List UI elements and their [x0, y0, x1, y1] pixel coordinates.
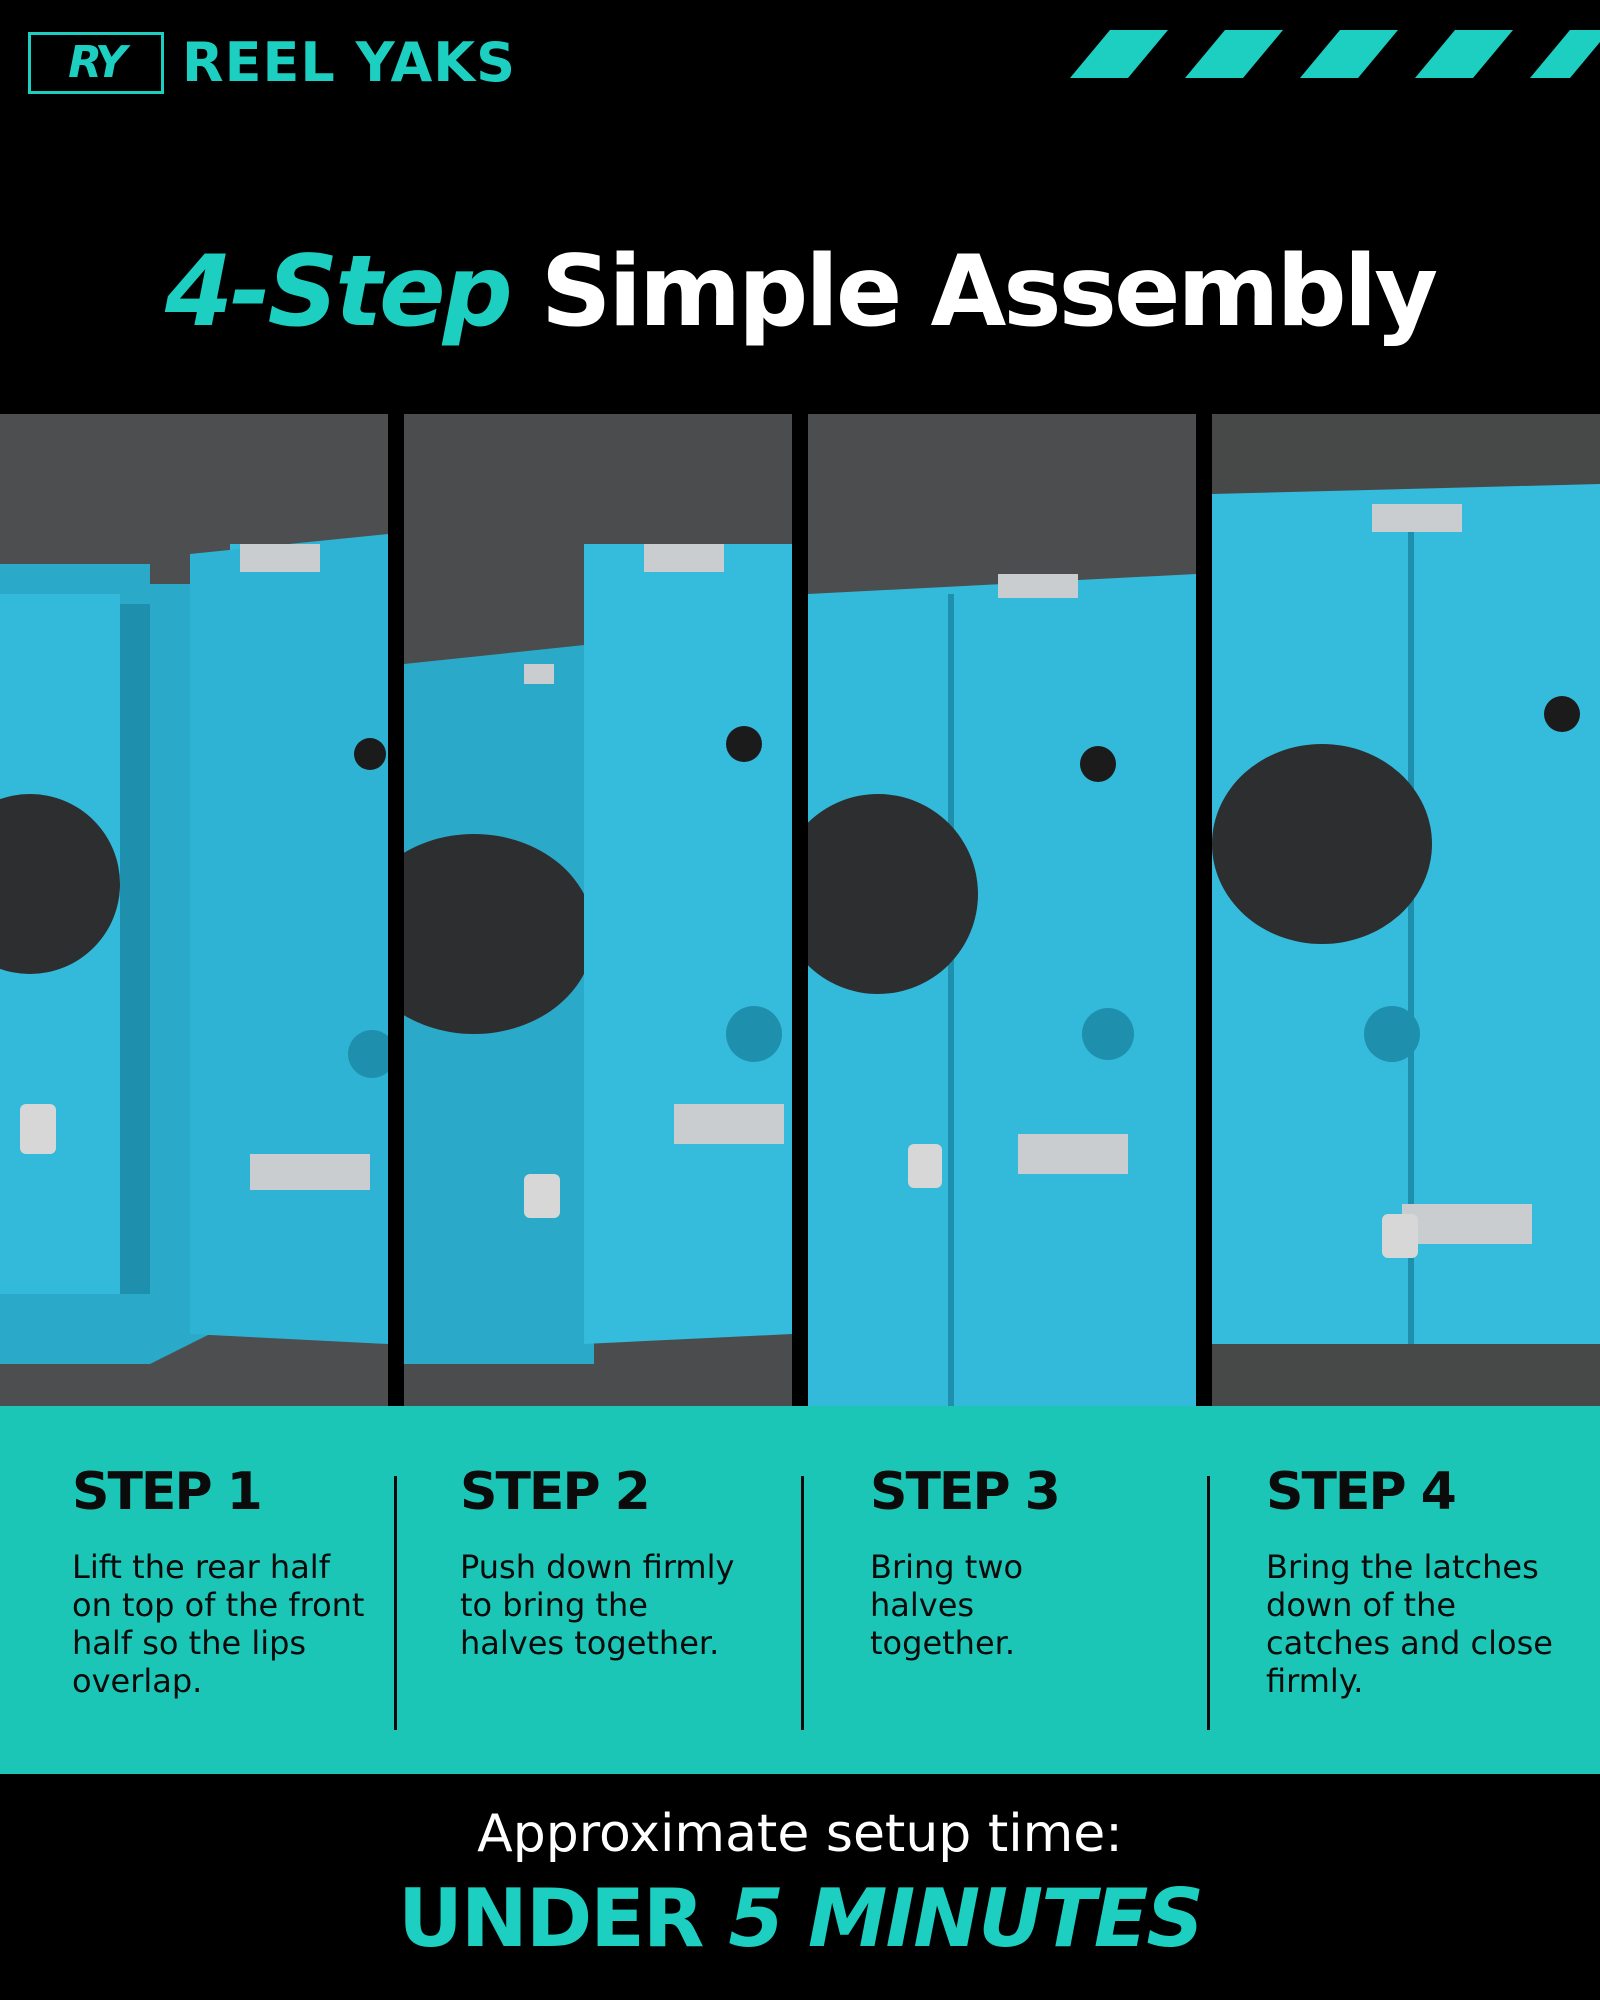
- step-2-photo: [404, 414, 792, 1406]
- brand-logo[interactable]: RY REEL YAKS: [28, 31, 516, 94]
- page-title: 4-Step Simple Assembly: [0, 235, 1600, 349]
- setup-time-minutes: 5 MINUTES: [728, 1872, 1204, 1965]
- step-4-title: STEP 4: [1266, 1462, 1457, 1522]
- setup-time-under: UNDER: [397, 1872, 705, 1965]
- step-4-text: Bring the latches down of the catches an…: [1266, 1548, 1553, 1700]
- step-1-text: Lift the rear half on top of the front h…: [72, 1548, 365, 1700]
- title-accent: 4-Step: [164, 235, 513, 349]
- step-1: STEP 1 Lift the rear half on top of the …: [0, 1406, 390, 1774]
- step-2: STEP 2 Push down firmly to bring the hal…: [390, 1406, 800, 1774]
- step-divider: [394, 1476, 397, 1730]
- step-1-title: STEP 1: [72, 1462, 263, 1522]
- step-1-photo: [0, 414, 388, 1406]
- brand-name: REEL YAKS: [182, 31, 517, 94]
- logo-monogram: RY: [68, 37, 127, 88]
- assembly-photos: [0, 414, 1600, 1406]
- step-4-photo: [1212, 414, 1600, 1406]
- step-4: STEP 4 Bring the latches down of the cat…: [1200, 1406, 1600, 1774]
- setup-time-label: Approximate setup time:: [477, 1804, 1123, 1864]
- footer: Approximate setup time: UNDER 5 MINUTES: [0, 1774, 1600, 2000]
- step-3-text: Bring two halves together.: [870, 1548, 1024, 1662]
- step-2-text: Push down firmly to bring the halves tog…: [460, 1548, 735, 1662]
- title-rest: Simple Assembly: [540, 235, 1438, 349]
- header: RY REEL YAKS: [0, 0, 1600, 120]
- step-2-title: STEP 2: [460, 1462, 651, 1522]
- step-divider: [801, 1476, 804, 1730]
- step-divider: [1207, 1476, 1210, 1730]
- steps-band: STEP 1 Lift the rear half on top of the …: [0, 1406, 1600, 1774]
- step-3: STEP 3 Bring two halves together.: [800, 1406, 1200, 1774]
- step-3-title: STEP 3: [870, 1462, 1061, 1522]
- step-3-photo: [808, 414, 1196, 1406]
- logo-monogram-box: RY: [28, 31, 164, 94]
- decorative-stripes: [1070, 30, 1600, 78]
- setup-time-value: UNDER 5 MINUTES: [0, 1872, 1600, 1965]
